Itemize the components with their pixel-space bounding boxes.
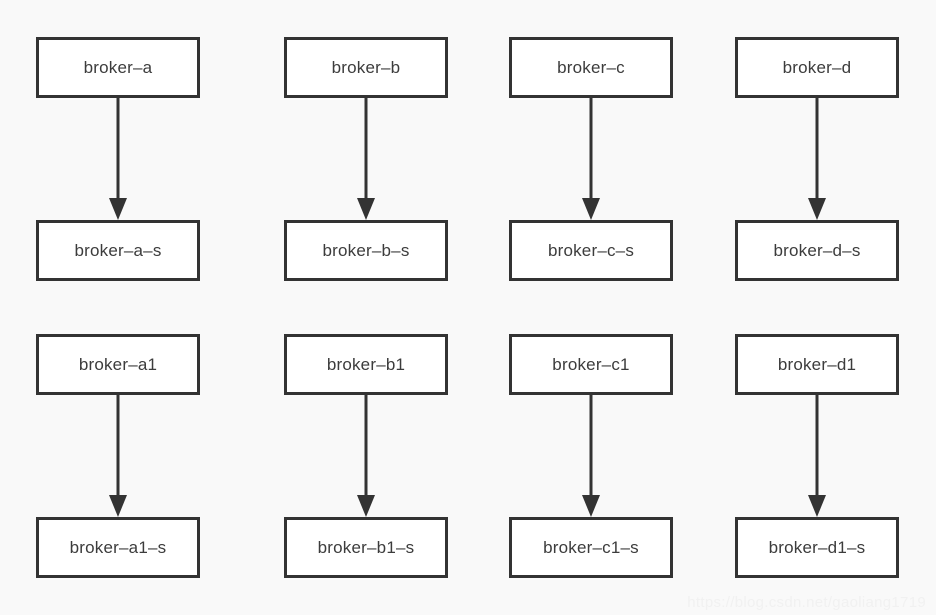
- node-label: broker–d1: [777, 355, 857, 374]
- node-label: broker–b1: [326, 355, 406, 374]
- node-label: broker–c: [557, 58, 625, 77]
- node-label: broker–a1: [78, 355, 158, 374]
- node-broker-c1-s[interactable]: broker–c1–s: [509, 517, 673, 578]
- arrow-stem: [589, 395, 593, 499]
- node-label: broker–c–s: [547, 241, 635, 260]
- node-broker-b-s[interactable]: broker–b–s: [284, 220, 448, 281]
- node-broker-a1-s[interactable]: broker–a1–s: [36, 517, 200, 578]
- arrow-broker-c1-to-broker-c1-s: [582, 395, 600, 517]
- arrow-head: [582, 198, 600, 220]
- node-broker-a[interactable]: broker–a: [36, 37, 200, 98]
- arrow-head: [582, 495, 600, 517]
- arrow-head: [808, 495, 826, 517]
- node-broker-c[interactable]: broker–c: [509, 37, 673, 98]
- node-broker-d-s[interactable]: broker–d–s: [735, 220, 899, 281]
- node-label: broker–d1–s: [768, 538, 866, 557]
- arrow-broker-d-to-broker-d-s: [808, 98, 826, 220]
- node-label: broker–d: [782, 58, 852, 77]
- watermark-text: https://blog.csdn.net/gaoliang1719: [687, 594, 926, 611]
- arrow-head: [357, 495, 375, 517]
- node-broker-b1-s[interactable]: broker–b1–s: [284, 517, 448, 578]
- node-broker-d1-s[interactable]: broker–d1–s: [735, 517, 899, 578]
- arrow-broker-a-to-broker-a-s: [109, 98, 127, 220]
- node-label: broker–c1–s: [543, 538, 639, 557]
- arrow-stem: [364, 395, 368, 499]
- node-label: broker–a–s: [74, 241, 162, 260]
- arrow-head: [109, 198, 127, 220]
- node-broker-b1[interactable]: broker–b1: [284, 334, 448, 395]
- node-label: broker–d–s: [773, 241, 861, 260]
- node-broker-c1[interactable]: broker–c1: [509, 334, 673, 395]
- arrow-stem: [116, 98, 120, 202]
- arrow-broker-a1-to-broker-a1-s: [109, 395, 127, 517]
- node-label: broker–c1: [552, 355, 630, 374]
- node-broker-a-s[interactable]: broker–a–s: [36, 220, 200, 281]
- arrow-stem: [815, 98, 819, 202]
- node-broker-b[interactable]: broker–b: [284, 37, 448, 98]
- node-broker-d[interactable]: broker–d: [735, 37, 899, 98]
- arrow-head: [357, 198, 375, 220]
- arrow-stem: [364, 98, 368, 202]
- node-broker-c-s[interactable]: broker–c–s: [509, 220, 673, 281]
- arrow-stem: [815, 395, 819, 499]
- node-label: broker–a: [83, 58, 153, 77]
- arrow-stem: [116, 395, 120, 499]
- arrow-broker-d1-to-broker-d1-s: [808, 395, 826, 517]
- node-label: broker–b: [331, 58, 401, 77]
- node-broker-d1[interactable]: broker–d1: [735, 334, 899, 395]
- node-label: broker–b1–s: [317, 538, 415, 557]
- node-label: broker–a1–s: [69, 538, 167, 557]
- node-label: broker–b–s: [322, 241, 410, 260]
- arrow-broker-c-to-broker-c-s: [582, 98, 600, 220]
- arrow-head: [808, 198, 826, 220]
- arrow-stem: [589, 98, 593, 202]
- arrow-broker-b-to-broker-b-s: [357, 98, 375, 220]
- node-broker-a1[interactable]: broker–a1: [36, 334, 200, 395]
- arrow-head: [109, 495, 127, 517]
- arrow-broker-b1-to-broker-b1-s: [357, 395, 375, 517]
